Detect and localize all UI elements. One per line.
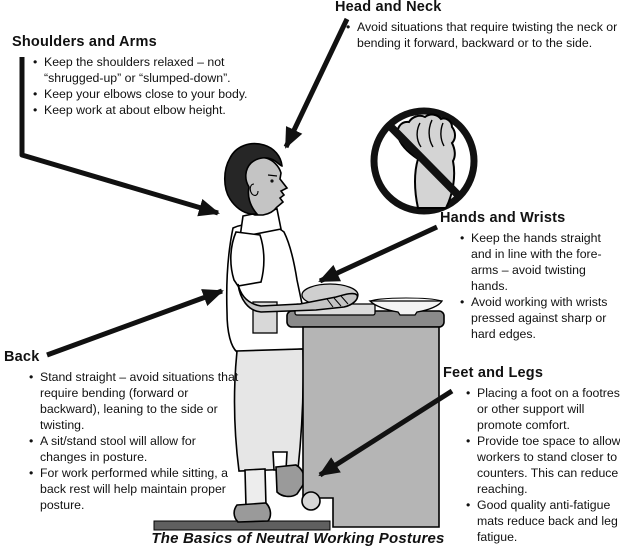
poster-caption: The Basics of Neutral Working Postures bbox=[151, 530, 445, 547]
section-feet-legs: Feet and Legs Placing a foot on a footre… bbox=[443, 365, 620, 545]
prohibition-slash bbox=[385, 121, 464, 201]
counter-body bbox=[302, 326, 440, 528]
section-title-feet-legs: Feet and Legs bbox=[443, 365, 544, 381]
bullet-item: Keep the hands straight and in line with… bbox=[460, 230, 618, 294]
section-back: Back Stand straight – avoid situations t… bbox=[4, 349, 240, 513]
worker-arm-hand bbox=[237, 283, 359, 313]
bullet-list-hands-wrists: Keep the hands straight and in line with… bbox=[460, 230, 618, 342]
no-bent-wrist-icon bbox=[370, 107, 478, 215]
bullet-item: Placing a foot on a footrest or other su… bbox=[466, 385, 620, 433]
bullet-item: Keep work at about elbow height. bbox=[33, 102, 284, 118]
worker-brow bbox=[267, 174, 278, 177]
bent-wrist-finger-lines bbox=[416, 119, 445, 148]
leader-arrows bbox=[19, 17, 454, 478]
worker-ear bbox=[249, 183, 259, 196]
worker-sleeve bbox=[230, 231, 265, 287]
section-title-head-neck: Head and Neck bbox=[335, 0, 442, 15]
worker-forearm bbox=[237, 283, 359, 313]
section-title-back: Back bbox=[4, 349, 40, 365]
arrow-back bbox=[46, 288, 224, 358]
worker-front-shoe bbox=[275, 464, 305, 498]
arrow-hands-wrists bbox=[318, 224, 439, 284]
bullet-item: Avoid situations that require twisting t… bbox=[346, 19, 619, 51]
worker-fingers bbox=[326, 295, 349, 308]
bullet-item: Keep the shoulders relaxed – not “shrugg… bbox=[33, 54, 284, 86]
counter bbox=[286, 283, 445, 528]
dish-rim bbox=[369, 297, 443, 302]
bullet-list-feet-legs: Placing a foot on a footrest or other su… bbox=[466, 385, 620, 545]
bullet-item: Keep your elbows close to your body. bbox=[33, 86, 284, 102]
worker-hair bbox=[223, 142, 283, 215]
bullet-item: For work performed while sitting, a back… bbox=[29, 465, 240, 513]
dish bbox=[368, 300, 444, 316]
arrow-feet-legs bbox=[318, 388, 454, 478]
section-title-shoulders-arms: Shoulders and Arms bbox=[12, 34, 157, 50]
section-title-hands-wrists: Hands and Wrists bbox=[440, 210, 566, 226]
bullet-list-shoulders-arms: Keep the shoulders relaxed – not “shrugg… bbox=[33, 54, 284, 118]
foot-rail bbox=[301, 491, 321, 511]
section-head-neck: Head and Neck Avoid situations that requ… bbox=[335, 0, 619, 51]
worker-skirt bbox=[233, 348, 305, 472]
worker-eye bbox=[270, 179, 274, 183]
section-hands-wrists: Hands and Wrists Keep the hands straight… bbox=[440, 210, 618, 342]
bullet-list-back: Stand straight – avoid situations that r… bbox=[29, 369, 240, 513]
bullet-list-head-neck: Avoid situations that require twisting t… bbox=[346, 19, 619, 51]
bullet-item: Provide toe space to allow workers to st… bbox=[466, 433, 620, 497]
bullet-item: A sit/stand stool will allow for changes… bbox=[29, 433, 240, 465]
arrow-head-neck bbox=[283, 17, 350, 149]
worker-back-leg bbox=[244, 468, 267, 508]
bullet-item: Avoid working with wrists pressed agains… bbox=[460, 294, 618, 342]
bullet-item: Stand straight – avoid situations that r… bbox=[29, 369, 240, 433]
arrow-shoulders bbox=[19, 57, 220, 217]
bullet-item: Good quality anti-fatigue mats reduce ba… bbox=[466, 497, 620, 545]
section-shoulders-arms: Shoulders and Arms Keep the shoulders re… bbox=[12, 34, 284, 118]
